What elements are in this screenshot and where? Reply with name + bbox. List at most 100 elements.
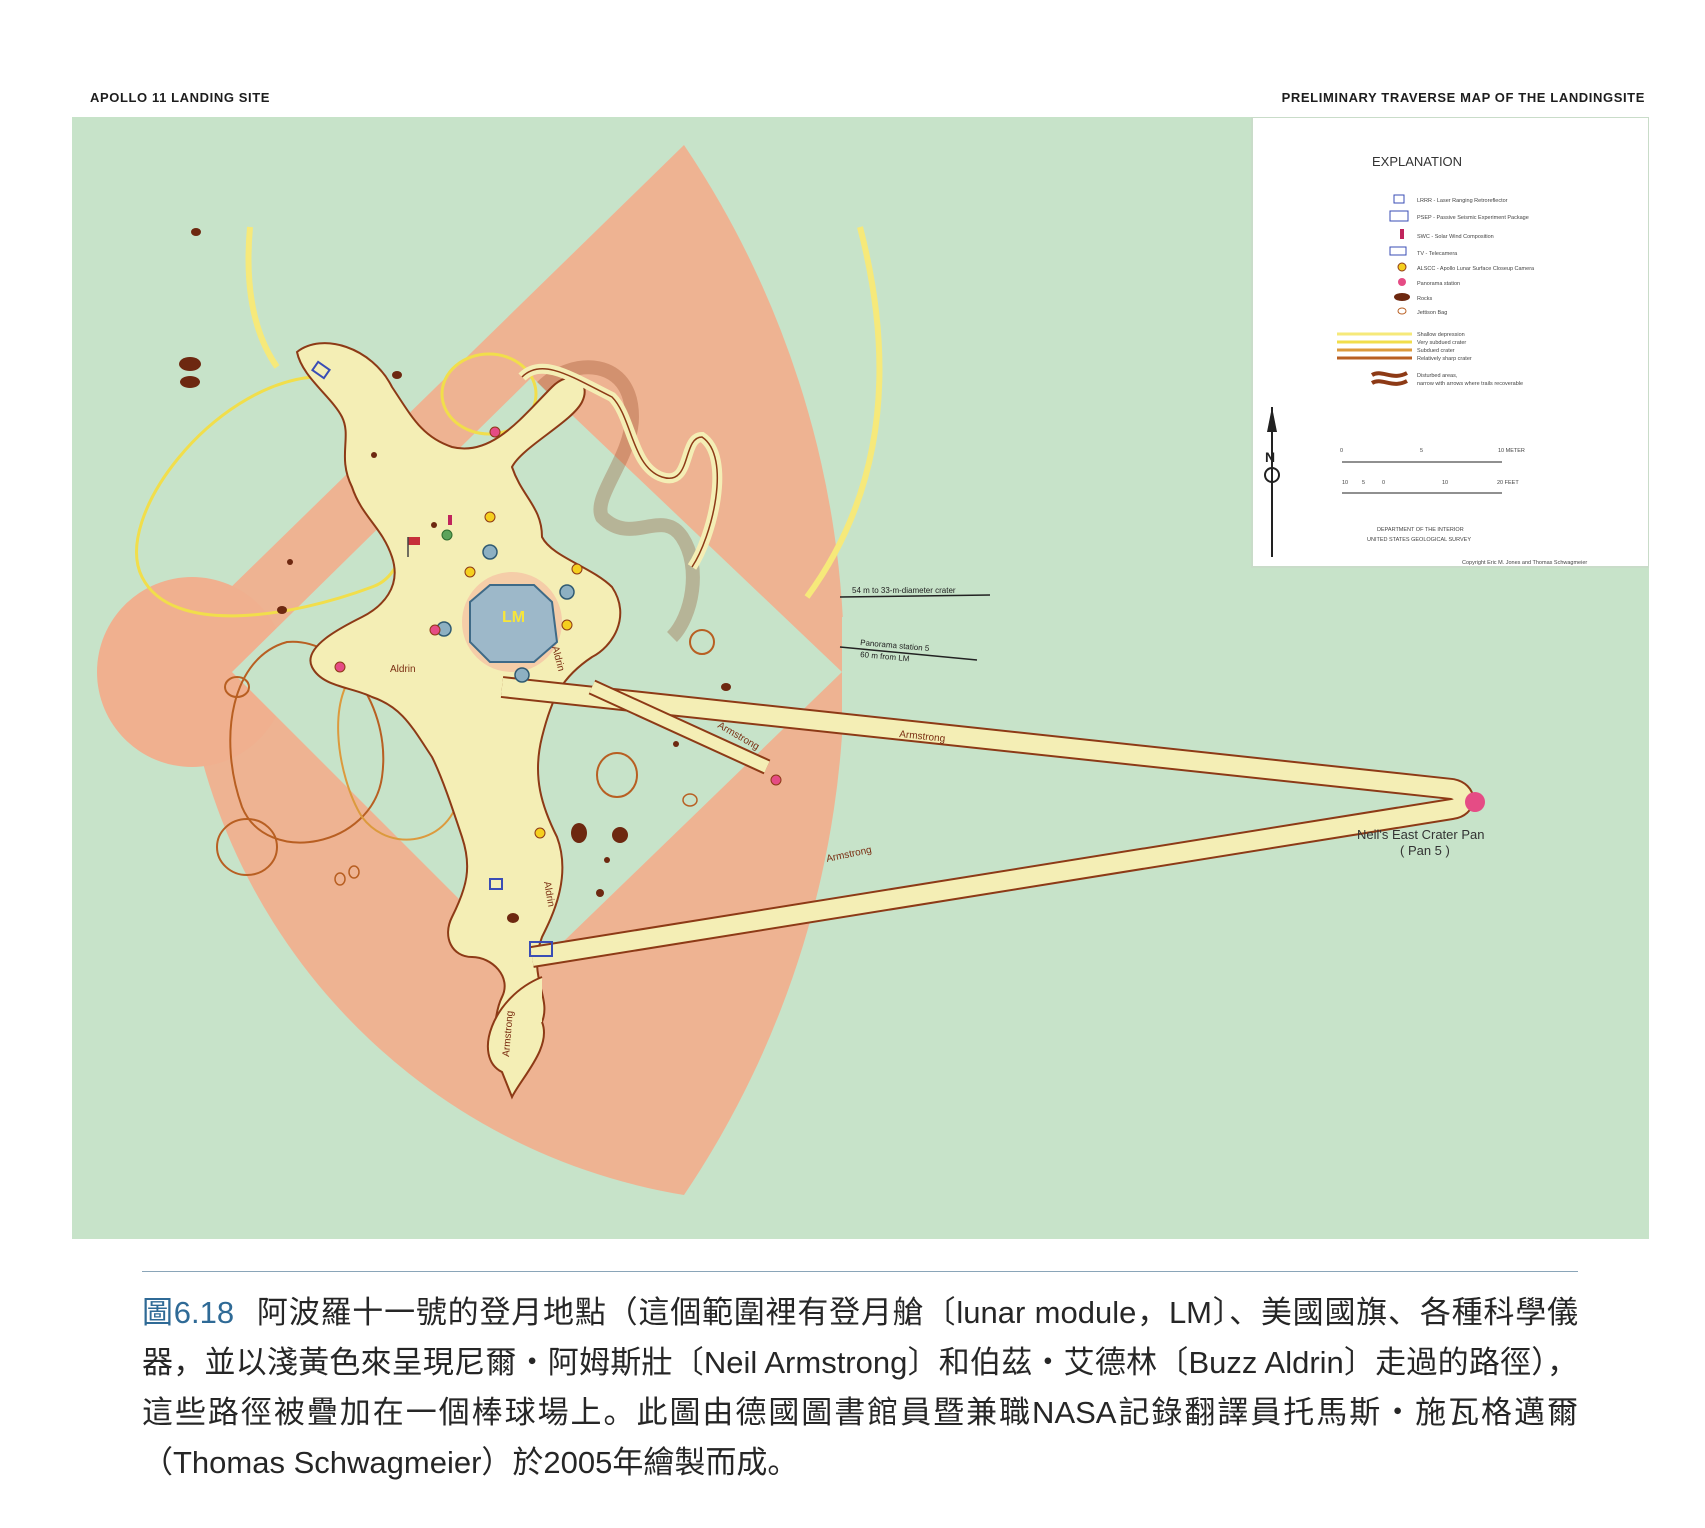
rock-12 [596, 889, 604, 897]
scale-bars: 0 5 10 METER 10 5 0 10 20 FEET DEPARTMEN… [1340, 448, 1587, 566]
rock-4 [392, 371, 402, 379]
lm-label: LM [502, 609, 525, 626]
rock-2 [180, 376, 200, 388]
pan-station-2 [429, 624, 441, 636]
lm-body [469, 584, 559, 663]
rock-5 [371, 452, 377, 458]
legend-item-panorama: Panorama station [1417, 281, 1460, 287]
crater-note: 54 m to 33-m-diameter crater [852, 586, 956, 595]
crater-note-arrow [839, 594, 991, 598]
legend-crater-1: Shallow depression [1417, 332, 1465, 338]
svg-text:10: 10 [1342, 480, 1348, 486]
caption-text: 阿波羅十一號的登月地點（這個範圍裡有登月艙〔lunar module，LM〕、美… [142, 1295, 1579, 1480]
rock-9 [571, 823, 587, 843]
crater-small-3 [689, 629, 715, 655]
flag-icon [408, 537, 420, 545]
rock-8 [277, 606, 287, 614]
legend-item-tv: TV - Telecamera [1417, 251, 1458, 257]
rock-7 [287, 559, 293, 565]
lm-leg-3 [514, 667, 530, 683]
crater-brown-4 [224, 676, 250, 698]
legend-items: LRRR - Laser Ranging Retroreflector PSEP… [1337, 194, 1535, 387]
trail-label-aldrin-1: Aldrin [390, 664, 416, 675]
rock-13 [721, 683, 731, 691]
svg-text:0: 0 [1382, 480, 1385, 486]
crater-small-2 [596, 752, 638, 798]
pan-station-3 [334, 661, 346, 673]
home-plate-circle [97, 577, 287, 767]
legend-item-lrrr: LRRR - Laser Ranging Retroreflector [1417, 198, 1508, 204]
pan-station-5 [1465, 792, 1485, 812]
svg-text:20 FEET: 20 FEET [1497, 480, 1519, 486]
legend-copyright: Copyright Eric M. Jones and Thomas Schwa… [1462, 560, 1587, 566]
svg-text:5: 5 [1362, 480, 1365, 486]
alscc-2 [464, 566, 476, 578]
rock-1 [191, 228, 201, 236]
lm-leg-2 [559, 584, 575, 600]
rock-3 [179, 357, 201, 371]
legend-disturbed-1: Disturbed areas, [1417, 373, 1458, 379]
crater-brown-3 [216, 818, 278, 876]
north-label: N [1265, 449, 1275, 465]
legend-disturbed-2: narrow with arrows where trails recovera… [1417, 381, 1523, 387]
figure-number: 圖6.18 [142, 1295, 235, 1330]
alscc-1 [484, 511, 496, 523]
trail-south [486, 976, 545, 1100]
traverse-map: LM Aldrin Aldrin Aldrin Armstrong Armstr… [72, 117, 1649, 1239]
legend-title: EXPLANATION [1372, 154, 1462, 169]
header-left-title: APOLLO 11 LANDING SITE [90, 90, 271, 105]
trail-east-loop-outline [521, 368, 719, 568]
pan5-name: Neil's East Crater Pan [1357, 827, 1484, 842]
legend-box [1251, 117, 1649, 568]
psep-icon [529, 941, 553, 957]
crater-small-5 [334, 872, 346, 886]
green-marker [441, 529, 453, 541]
trail-label-aldrin-3: Aldrin [541, 881, 556, 908]
legend-crater-4: Relatively sharp crater [1417, 356, 1472, 362]
pan5-note-arrow [839, 646, 978, 661]
alscc-4 [561, 619, 573, 631]
trail-armstrong-east-fill [501, 678, 1473, 966]
alscc-3 [571, 563, 583, 575]
svg-text:10: 10 [1442, 480, 1448, 486]
crater-arc-east [804, 226, 883, 599]
legend-item-alscc: ALSCC - Apollo Lunar Surface Closeup Cam… [1417, 266, 1535, 272]
rock-6 [431, 522, 437, 528]
trail-label-armstrong-4: Armstrong [501, 1010, 516, 1057]
pan5-sub: ( Pan 5 ) [1400, 843, 1450, 858]
caption-divider [142, 1271, 1578, 1272]
legend-item-rocks: Rocks [1417, 296, 1433, 302]
crater-north [440, 352, 538, 436]
legend-crater-3: Subdued crater [1417, 348, 1455, 354]
trail-armstrong-spur-fill [589, 681, 770, 773]
pan-station-4 [770, 774, 782, 786]
rock-15 [507, 913, 519, 923]
pan-station-1 [489, 426, 501, 438]
rock-11 [604, 857, 610, 863]
north-arrow: N [1264, 407, 1280, 557]
legend-agency-1: DEPARTMENT OF THE INTERIOR [1377, 527, 1464, 533]
rock-14 [673, 741, 679, 747]
crater-arc-west [245, 226, 280, 369]
svg-text:5: 5 [1420, 448, 1423, 454]
crater-small-7 [682, 793, 698, 807]
svg-text:10 METER: 10 METER [1498, 448, 1525, 454]
rock-10 [612, 827, 628, 843]
lrrr-icon [489, 878, 503, 890]
legend-item-jettison: Jettison Bag [1417, 310, 1447, 316]
legend-agency-2: UNITED STATES GEOLOGICAL SURVEY [1367, 537, 1471, 543]
lm-leg-1 [482, 544, 498, 560]
legend-item-psep: PSEP - Passive Seismic Experiment Packag… [1417, 215, 1529, 221]
header-right-title: PRELIMINARY TRAVERSE MAP OF THE LANDINGS… [1281, 90, 1645, 105]
tv-camera-icon [311, 360, 331, 380]
svg-text:0: 0 [1340, 448, 1343, 454]
infield-right-notch [842, 617, 912, 727]
legend-crater-2: Very subdued crater [1417, 340, 1466, 346]
alscc-5 [534, 827, 546, 839]
trail-label-armstrong-1: Armstrong [899, 729, 946, 745]
swc-icon [448, 515, 452, 525]
pan5-note-2: 60 m from LM [860, 650, 910, 663]
crater-small-6 [348, 865, 360, 879]
legend-item-swc: SWC - Solar Wind Composition [1417, 234, 1494, 240]
